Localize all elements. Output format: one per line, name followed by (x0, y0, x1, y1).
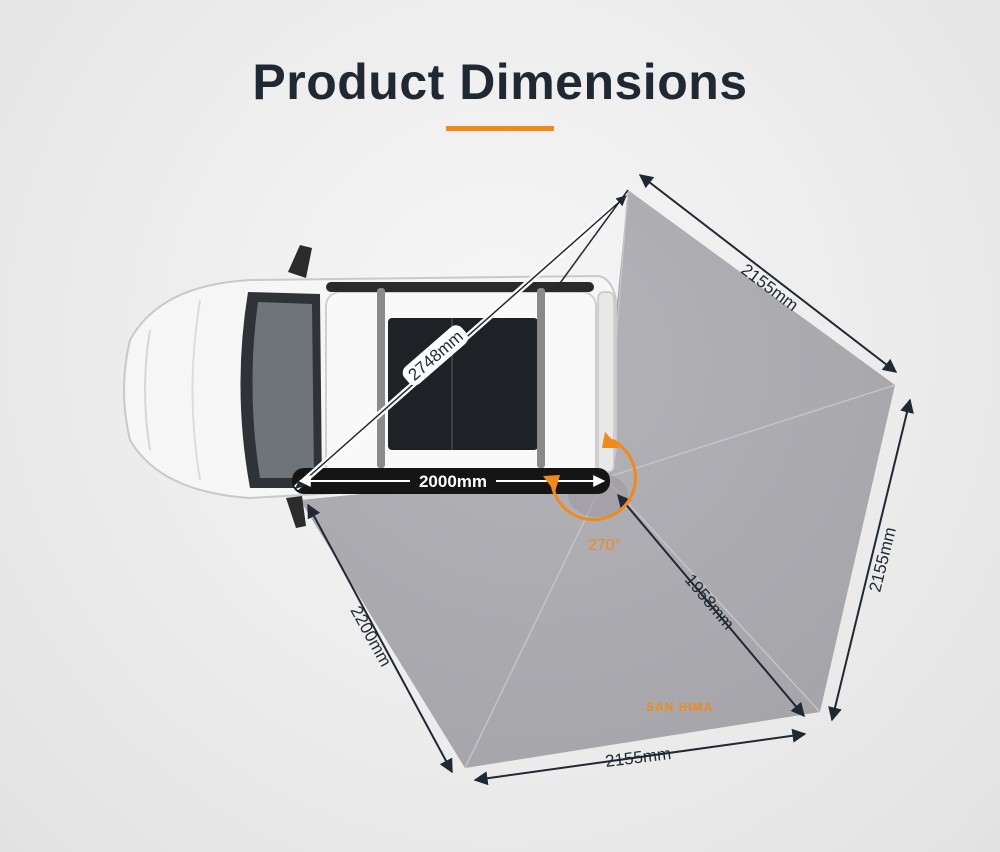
label-edge-bottom: 2155mm (604, 744, 672, 771)
title-underline (446, 126, 554, 131)
brand-label: SAN HIMA (646, 700, 713, 714)
label-awning-length-group: 2000mm (410, 470, 496, 492)
label-rotation-angle: 270° (588, 537, 621, 554)
label-awning-length: 2000mm (419, 472, 487, 491)
rotation-angle-arc (543, 432, 637, 522)
page-title: Product Dimensions (252, 54, 748, 110)
